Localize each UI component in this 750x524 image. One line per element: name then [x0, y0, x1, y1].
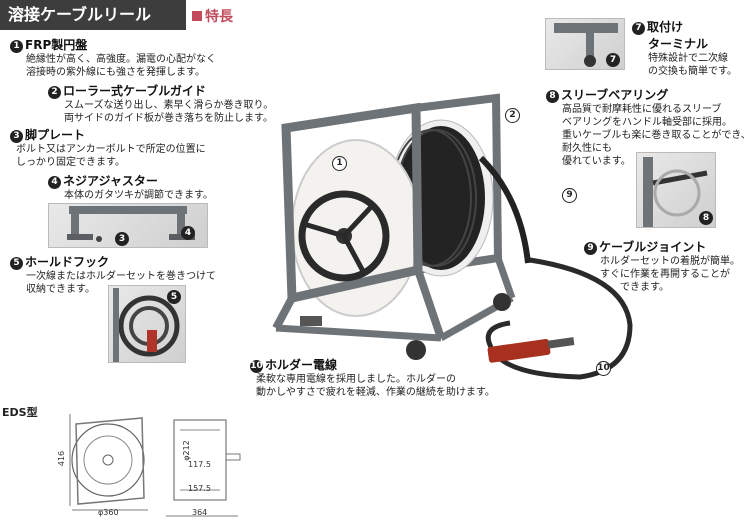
callout-9: 9	[562, 188, 577, 203]
number-badge: 2	[48, 86, 61, 99]
dim-diameter: φ360	[98, 508, 119, 517]
feature-desc: 特殊設計で二次線の交換も簡単です。	[648, 53, 737, 77]
dim-width: 364	[192, 508, 208, 517]
dim-117: 117.5	[188, 460, 211, 469]
feature-title: 取付け	[647, 20, 684, 34]
number-badge: 9	[584, 242, 597, 255]
feature-desc: スムーズな送り出し、素早く滑らか巻き取り。両サイドのガイド板が巻き落ちを防止しま…	[64, 100, 274, 124]
feature-title: FRP製円盤	[25, 38, 88, 52]
feature-title: ホールドフック	[25, 255, 110, 269]
feature-desc: 本体のガタツキが調節できます。	[64, 190, 213, 201]
callout-7: 7	[606, 53, 620, 67]
callout-2: 2	[505, 108, 520, 123]
number-badge: 3	[10, 130, 23, 143]
number-badge: 7	[632, 22, 645, 35]
feature-title: 脚プレート	[25, 128, 86, 142]
feature-desc: 柔軟な専用電線を採用しました。ホルダーの動かしやすさで疲れを軽減、作業の継続を助…	[256, 374, 495, 398]
features-tag: 特長	[192, 6, 233, 26]
leg-plate-photo: 3 4	[48, 203, 208, 248]
callout-10: 10	[596, 361, 611, 376]
holder-cable-illustration: 10	[460, 255, 690, 385]
reel-illustration: 1	[266, 88, 536, 368]
feature-desc: ボルト又はアンカーボルトで所定の位置にしっかり固定できます。	[16, 144, 206, 168]
feature-title: ケーブルジョイント	[599, 240, 707, 254]
square-icon	[192, 11, 202, 21]
page-title: 溶接ケーブルリール	[0, 0, 186, 30]
bearing-photo: 8	[636, 152, 716, 228]
feature-title: ホルダー電線	[265, 358, 338, 372]
feature-desc: ホルダーセットの着脱が簡単。すぐに作業を再開することができます。	[600, 256, 740, 293]
number-badge: 5	[10, 257, 23, 270]
feature-title: スリーブベアリング	[561, 88, 669, 102]
feature-title-2: ターミナル	[648, 37, 709, 51]
model-label: EDS型	[2, 406, 38, 419]
dim-height: 416	[57, 450, 67, 467]
feature-title: ローラー式ケーブルガイド	[63, 84, 206, 98]
feature-desc: 一次線またはホルダーセットを巻きつけて収納できます。	[26, 271, 216, 295]
number-badge: 8	[546, 90, 559, 103]
callout-5: 5	[167, 290, 181, 304]
terminal-photo: 7	[545, 18, 625, 70]
number-badge: 10	[250, 360, 263, 373]
dimension-drawing: 416 φ360 φ212 117.5 157.5 364	[52, 408, 252, 520]
callout-3: 3	[115, 232, 129, 246]
hold-hook-photo: 5	[108, 285, 186, 363]
dim-drum: φ212	[181, 440, 191, 461]
callout-8: 8	[699, 211, 713, 225]
number-badge: 1	[10, 40, 23, 53]
dim-157: 157.5	[188, 484, 211, 493]
feature-title: ネジアジャスター	[63, 174, 158, 188]
callout-4: 4	[181, 226, 195, 240]
feature-desc: 高品質で耐摩耗性に優れるスリーブベアリングをハンドル軸受部に採用。重いケーブルも…	[562, 104, 750, 167]
number-badge: 4	[48, 176, 61, 189]
callout-1: 1	[332, 156, 347, 171]
feature-desc: 絶縁性が高く、高強度。漏電の心配がなく溶接時の紫外線にも強さを発揮します。	[26, 54, 216, 78]
